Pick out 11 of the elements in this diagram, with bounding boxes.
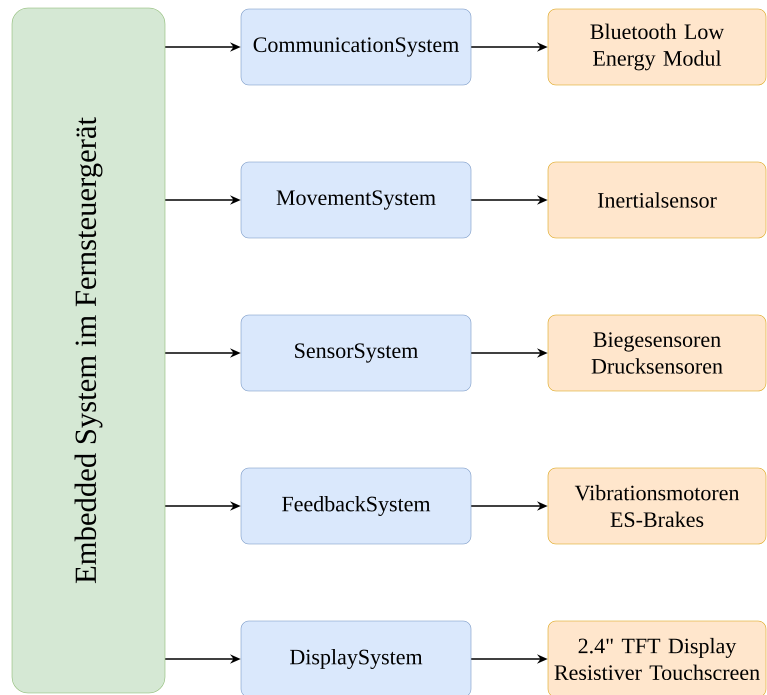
subsystem-box: SensorSystem	[240, 314, 472, 392]
component-box: Biegesensoren Drucksensoren	[548, 314, 766, 392]
subsystem-box: CommunicationSystem	[240, 8, 472, 86]
subsystem-box: MovementSystem	[240, 162, 472, 238]
system-box: Embedded System im Fernsteuergerät	[12, 8, 166, 694]
subsystem-box: FeedbackSystem	[240, 468, 472, 544]
component-box: Bluetooth Low Energy Modul	[548, 8, 766, 86]
component-box: 2.4" TFT Display Resistiver Touchscreen	[548, 620, 766, 695]
subsystem-box: DisplaySystem	[240, 620, 472, 695]
component-box: Vibrationsmotoren ES-Brakes	[548, 468, 766, 544]
component-box: Inertialsensor	[548, 162, 766, 238]
